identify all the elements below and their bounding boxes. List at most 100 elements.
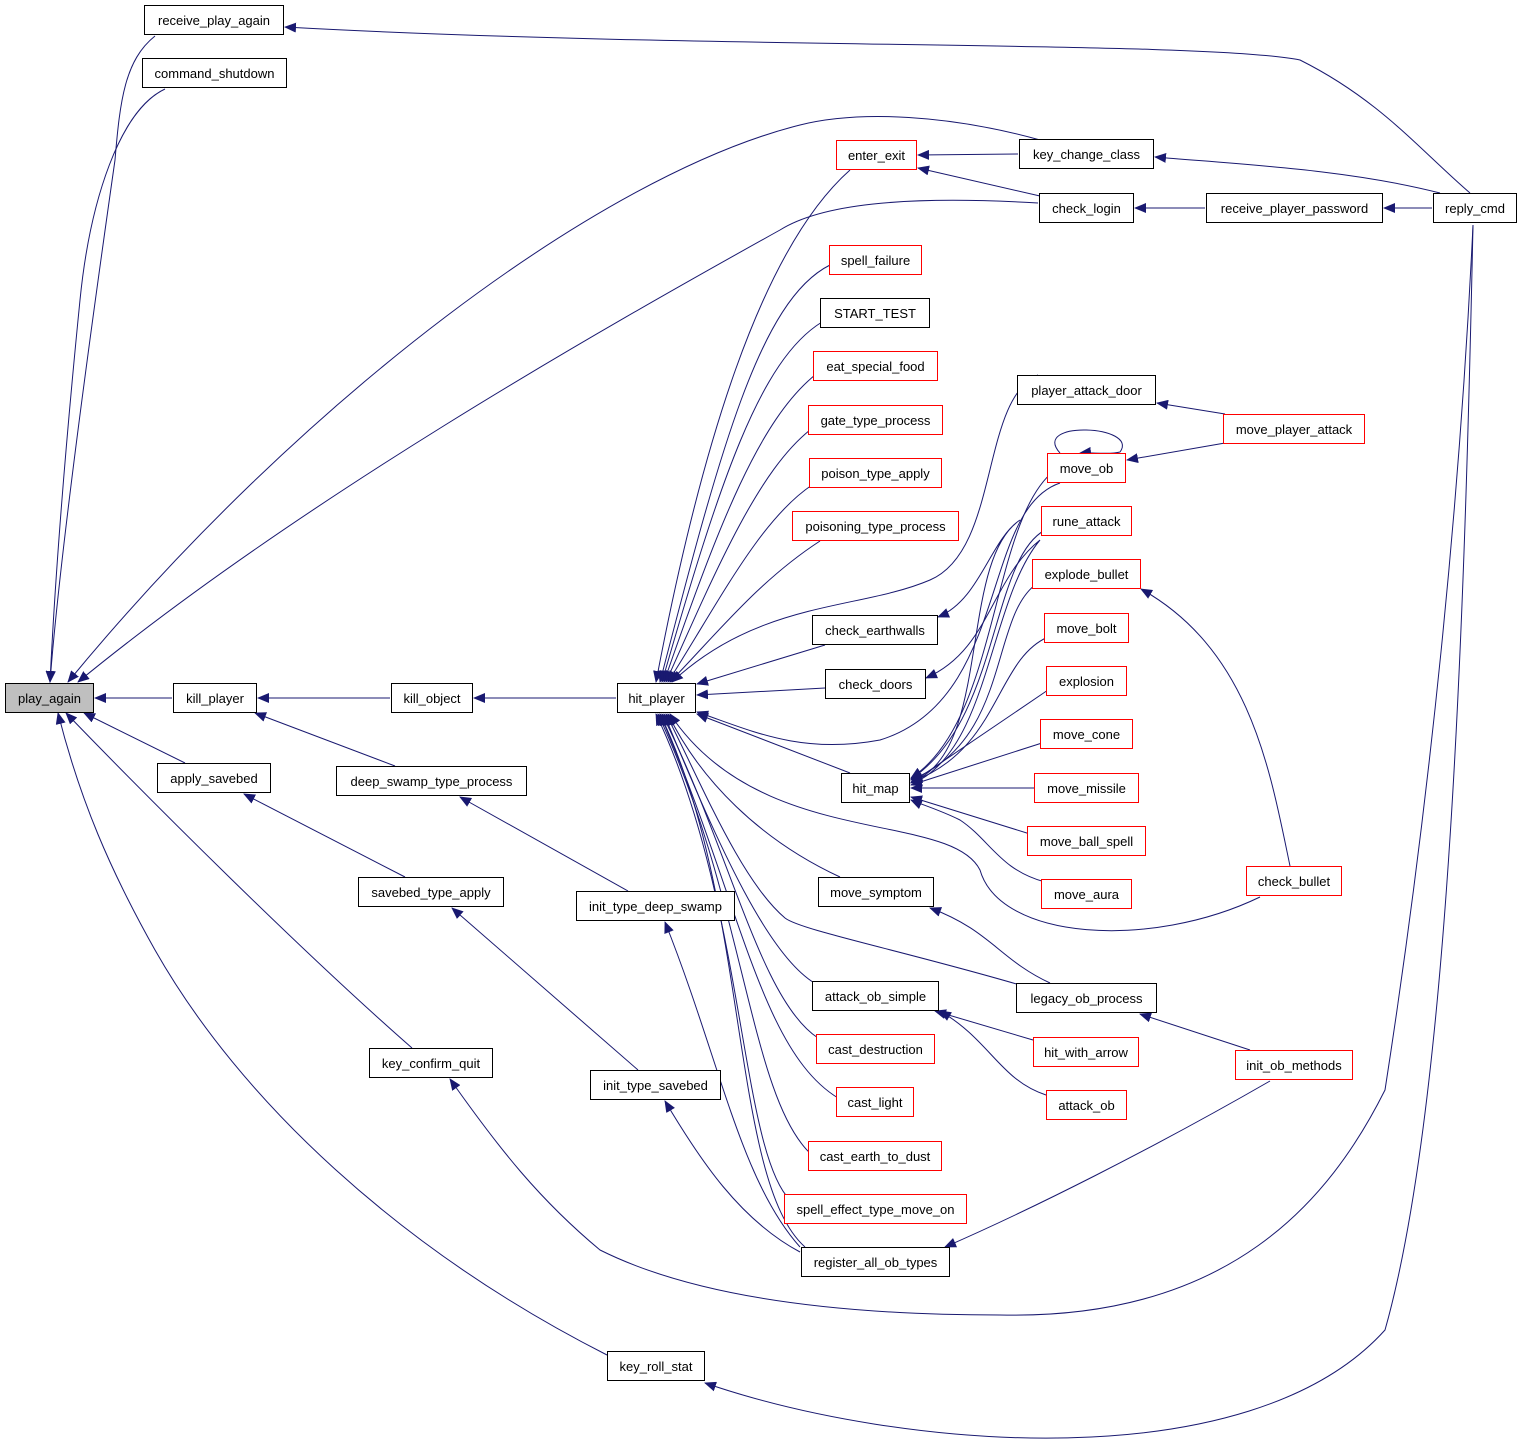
node-rune-attack[interactable]: rune_attack xyxy=(1041,506,1132,536)
edge-move_symptom-to-hit_player xyxy=(667,713,841,878)
node-legacy-ob-process[interactable]: legacy_ob_process xyxy=(1016,983,1157,1013)
edge-check_login-to-enter_exit xyxy=(917,165,1041,197)
edge-move_player_attack-to-player_attack_door xyxy=(1156,399,1226,415)
edge-register-to-hit_player xyxy=(659,713,806,1248)
node-attack-ob-simple[interactable]: attack_ob_simple xyxy=(812,981,939,1011)
node-play-again: play_again xyxy=(5,683,94,713)
node-start-test[interactable]: START_TEST xyxy=(820,298,930,328)
node-key-confirm-quit[interactable]: key_confirm_quit xyxy=(369,1048,493,1078)
node-cast-destruction[interactable]: cast_destruction xyxy=(816,1034,935,1064)
node-eat-special-food[interactable]: eat_special_food xyxy=(813,351,938,381)
node-apply-savebed[interactable]: apply_savebed xyxy=(157,763,271,793)
node-cast-light[interactable]: cast_light xyxy=(836,1087,914,1117)
node-enter-exit[interactable]: enter_exit xyxy=(836,140,917,170)
node-register-all-ob-types[interactable]: register_all_ob_types xyxy=(801,1247,950,1277)
node-poison-type-apply[interactable]: poison_type_apply xyxy=(809,458,942,488)
edge-apply_savebed-to-play_again xyxy=(83,712,186,764)
edge-key_confirm_quit-to-play_again xyxy=(65,712,413,1049)
node-hit-with-arrow[interactable]: hit_with_arrow xyxy=(1033,1037,1139,1067)
node-check-bullet[interactable]: check_bullet xyxy=(1246,866,1342,896)
node-move-player-attack[interactable]: move_player_attack xyxy=(1223,414,1365,444)
node-kill-object[interactable]: kill_object xyxy=(391,683,473,713)
edge-poison_type_apply-to-hit_player xyxy=(667,484,813,683)
edge-explosion-to-hit_map xyxy=(910,689,1049,784)
edge-poisoning_type_process-to-hit_player xyxy=(669,540,821,683)
node-cast-earth-to-dust[interactable]: cast_earth_to_dust xyxy=(808,1141,942,1171)
edge-cast_destruction-to-hit_player xyxy=(661,713,819,1039)
node-command-shutdown[interactable]: command_shutdown xyxy=(142,58,287,88)
edge-receive_play_again-to-play_again xyxy=(45,35,156,683)
node-key-change-class[interactable]: key_change_class xyxy=(1019,139,1154,169)
edge-init_ob_methods-to-register xyxy=(944,1080,1271,1248)
edge-register-to-init_savebed xyxy=(664,1100,801,1253)
edge-spell_failure-to-hit_player xyxy=(657,264,831,683)
node-receive-play-again[interactable]: receive_play_again xyxy=(144,5,284,35)
edge-move_ob-hit_map xyxy=(910,469,1056,779)
edge-deep_swamp-to-kill_player xyxy=(254,712,396,767)
node-init-type-deep-swamp[interactable]: init_type_deep_swamp xyxy=(576,891,735,921)
node-init-type-savebed[interactable]: init_type_savebed xyxy=(590,1070,721,1100)
edge-move_ob-to-hit_player xyxy=(696,482,1061,746)
node-kill-player[interactable]: kill_player xyxy=(173,683,257,713)
edge-START_TEST-to-hit_player xyxy=(660,321,823,683)
edge-check_earthwalls-to-hit_player xyxy=(696,644,826,686)
node-move-missile[interactable]: move_missile xyxy=(1034,773,1139,803)
edge-check_bullet-to-explode_bullet xyxy=(1140,588,1291,867)
node-move-aura[interactable]: move_aura xyxy=(1041,879,1132,909)
edge-eat_special_food-to-hit_player xyxy=(662,374,816,683)
edge-attack_ob-to-attack_ob_simple xyxy=(939,1010,1047,1096)
edge-move_ball_spell-to-hit_map xyxy=(910,795,1031,835)
node-move-ob[interactable]: move_ob xyxy=(1047,453,1126,483)
edge-move_bolt-to-hit_map xyxy=(910,636,1049,783)
edge-hit_map-to-check_doors xyxy=(919,539,1041,781)
edge-rune_attack-to-hit_map xyxy=(910,529,1046,780)
edge-init_ob_methods-to-legacy xyxy=(1139,1012,1251,1051)
node-spell-effect-type-move-on[interactable]: spell_effect_type_move_on xyxy=(784,1194,967,1224)
node-poisoning-type-process[interactable]: poisoning_type_process xyxy=(792,511,959,541)
node-move-cone[interactable]: move_cone xyxy=(1040,719,1133,749)
node-key-roll-stat[interactable]: key_roll_stat xyxy=(607,1351,705,1381)
edge-savebed_type_apply-to-apply_savebed xyxy=(243,793,406,878)
edge-legacy_ob_process-to-move_symptom xyxy=(929,907,1051,984)
node-check-doors[interactable]: check_doors xyxy=(825,669,926,699)
edge-check_doors-to-hit_player xyxy=(696,687,826,700)
node-hit-player[interactable]: hit_player xyxy=(617,683,696,713)
edge-init_deep_swamp-to-deep_swamp xyxy=(459,796,629,892)
node-hit-map[interactable]: hit_map xyxy=(841,773,910,803)
edge-reply_cmd-to-key_change_class xyxy=(1154,152,1441,194)
edge-legacy_ob_process-to-hit_player xyxy=(665,713,1021,986)
edge-move_aura-to-hit_map xyxy=(910,799,1046,883)
edge-command_shutdown-to-play_again xyxy=(45,88,166,683)
node-gate-type-process[interactable]: gate_type_process xyxy=(808,405,943,435)
node-deep-swamp-type-process[interactable]: deep_swamp_type_process xyxy=(336,766,527,796)
edge-cast_light-to-hit_player xyxy=(659,713,839,1099)
node-move-bolt[interactable]: move_bolt xyxy=(1044,613,1129,643)
edge-spell_effect-to-hit_player xyxy=(655,713,791,1201)
edge-check_bullet-to-hit_player xyxy=(669,713,1261,932)
node-player-attack-door[interactable]: player_attack_door xyxy=(1017,375,1156,405)
node-attack-ob[interactable]: attack_ob xyxy=(1046,1090,1127,1120)
node-check-login[interactable]: check_login xyxy=(1039,193,1134,223)
edge-key_roll_stat-to-play_again xyxy=(55,712,608,1356)
node-spell-failure[interactable]: spell_failure xyxy=(829,245,922,275)
node-init-ob-methods[interactable]: init_ob_methods xyxy=(1235,1050,1353,1080)
edge-move_ob-self xyxy=(1054,429,1123,457)
node-explosion[interactable]: explosion xyxy=(1046,666,1127,696)
edge-reply_cmd-to-key_confirm_quit xyxy=(449,224,1474,1316)
node-receive-player-password[interactable]: receive_player_password xyxy=(1206,193,1383,223)
edge-gate_type_process-to-hit_player xyxy=(665,429,811,683)
node-explode-bullet[interactable]: explode_bullet xyxy=(1032,559,1141,589)
node-check-earthwalls[interactable]: check_earthwalls xyxy=(812,615,938,645)
edge-move_player_attack-to-move_ob xyxy=(1126,442,1226,464)
node-savebed-type-apply[interactable]: savebed_type_apply xyxy=(358,877,504,907)
edge-init_savebed-to-savebed_type_apply xyxy=(451,907,639,1071)
node-reply-cmd[interactable]: reply_cmd xyxy=(1433,193,1517,223)
edge-check_login-to-play_again xyxy=(77,199,1039,683)
edge-key_change_class-to-play_again xyxy=(67,116,1041,683)
node-move-ball-spell[interactable]: move_ball_spell xyxy=(1027,826,1146,856)
edge-move_cone-to-hit_map xyxy=(910,742,1043,787)
edge-enter_exit-to-hit_player xyxy=(653,169,851,683)
edge-hit_map-to-check_earthwalls xyxy=(919,519,1021,779)
node-move-symptom[interactable]: move_symptom xyxy=(818,877,934,907)
edge-player_attack_door-to-hit_player xyxy=(671,374,1039,683)
